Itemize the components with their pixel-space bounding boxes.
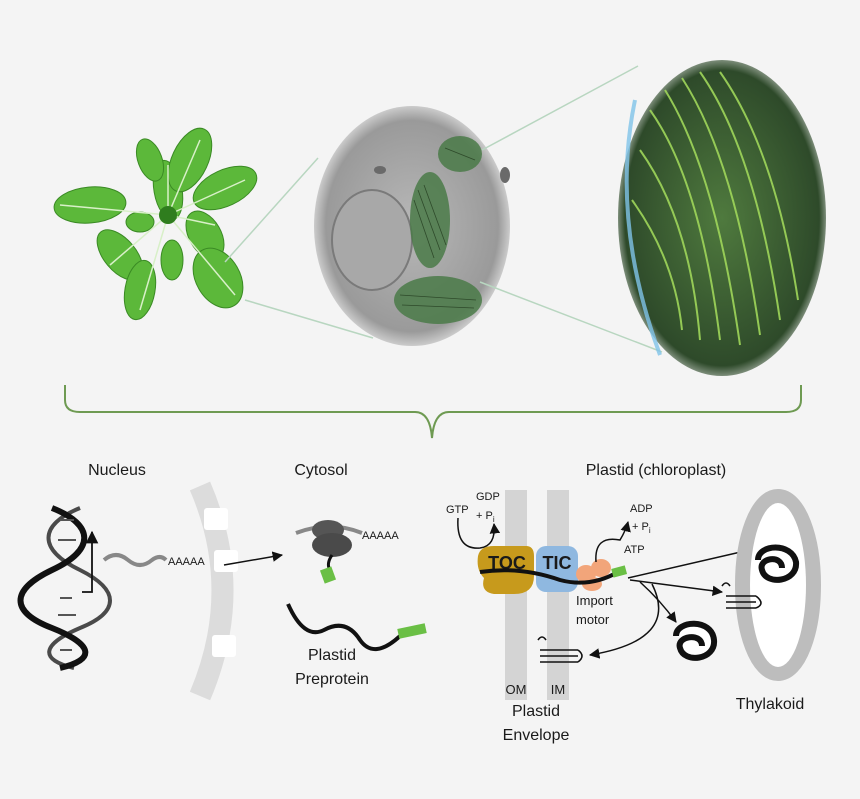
translocating-preprotein: [479, 568, 619, 585]
section-title-plastid: Plastid (chloroplast): [586, 462, 727, 479]
envelope-label-line2: Envelope: [503, 727, 570, 744]
zoom-lines-cell-chloroplast: [479, 65, 663, 353]
inner-membrane-protein: [537, 636, 583, 663]
nuclear-pore: [214, 550, 238, 572]
tic-label: TIC: [543, 553, 572, 573]
import-motor-label-line2: motor: [576, 612, 610, 627]
zoom-lines-plant-cell: [224, 157, 374, 339]
pi-toc-label: + Pi: [476, 510, 495, 524]
import-motor-label-line1: Import: [576, 593, 613, 608]
thylakoid-label: Thylakoid: [736, 696, 804, 713]
pi-motor-label: + Pi: [632, 521, 651, 535]
dna-helix: [17, 505, 112, 671]
inner-membrane: [547, 490, 569, 700]
gdp-label: GDP: [476, 491, 500, 503]
atp-label: ATP: [624, 544, 645, 556]
section-title-nucleus: Nucleus: [88, 462, 146, 479]
envelope-label-line1: Plastid: [512, 703, 560, 720]
stromal-folded-protein: [673, 620, 717, 661]
om-label: OM: [506, 682, 527, 697]
transit-peptide: [611, 565, 628, 578]
export-arrow: [223, 551, 284, 566]
mrna-cytosol-polya: AAAAA: [362, 530, 399, 542]
nuclear-pore: [212, 635, 236, 657]
lumen-folded-protein: [755, 544, 799, 583]
preprotein-chain: [286, 603, 427, 651]
cell-micrograph: [314, 106, 510, 346]
gtp-label: GTP: [446, 504, 469, 516]
preprotein-label-line2: Preprotein: [295, 671, 369, 688]
mrna-nucleus-polya: AAAAA: [168, 556, 205, 568]
transcription-arrow: [82, 530, 99, 593]
outer-membrane: [505, 490, 527, 700]
nuclear-envelope: [189, 481, 238, 701]
nuclear-pore: [204, 508, 228, 530]
thylakoid-membrane-protein: [721, 582, 762, 609]
adp-label: ADP: [630, 503, 653, 515]
import-motor: [576, 559, 611, 591]
plant-rosette: [53, 127, 258, 321]
toc-label: TOC: [488, 553, 526, 573]
gtp-hydrolysis-arrow: [457, 517, 501, 549]
mrna-nucleus: [102, 553, 168, 567]
sorting-arrows: [588, 545, 760, 659]
thylakoid: [735, 489, 821, 681]
preprotein-label-line1: Plastid: [308, 647, 356, 664]
ribosome: [295, 520, 363, 584]
chloroplast-micrograph: [618, 60, 826, 376]
section-title-cytosol: Cytosol: [294, 462, 347, 479]
atp-hydrolysis-arrow: [595, 520, 631, 563]
im-label: IM: [551, 682, 565, 697]
zoom-bracket: [64, 385, 802, 439]
